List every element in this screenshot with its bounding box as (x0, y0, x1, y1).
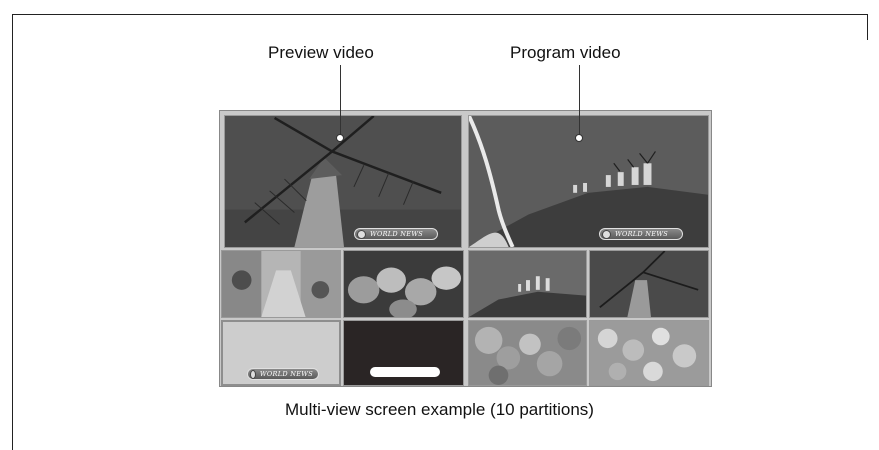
multi-view-monitor: WORLD NEWS WORLD NEWS (219, 110, 712, 387)
frame-right-border (867, 14, 868, 40)
program-leader-line (579, 65, 580, 135)
world-news-badge: WORLD NEWS (247, 368, 319, 380)
flowers-image (590, 321, 708, 385)
globe-icon (602, 229, 611, 239)
small-tile-6 (343, 320, 464, 386)
small-tile-1 (221, 250, 341, 318)
windmill-closeup-small-image (590, 251, 708, 317)
program-video-label: Program video (510, 43, 621, 62)
white-bar (370, 367, 440, 377)
preview-video-label: Preview video (268, 43, 374, 62)
small-tile-5: WORLD NEWS (221, 320, 341, 386)
grapes-image (469, 321, 586, 385)
world-news-badge: WORLD NEWS (354, 228, 438, 240)
small-tile-4 (589, 250, 709, 318)
program-tile: WORLD NEWS (468, 115, 709, 248)
world-news-badge: WORLD NEWS (599, 228, 683, 240)
globe-icon (250, 369, 256, 379)
program-leader-dot (575, 134, 583, 142)
small-tile-2 (343, 250, 464, 318)
windmills-hill-small-image (469, 251, 586, 317)
globe-icon (357, 229, 366, 239)
small-tile-8 (589, 320, 709, 386)
wine-barrels-image (344, 251, 463, 317)
frame-top-border (12, 14, 868, 15)
preview-leader-dot (336, 134, 344, 142)
small-tile-7 (468, 320, 587, 386)
frame-left-border (12, 14, 13, 450)
figure-caption: Multi-view screen example (10 partitions… (285, 400, 594, 419)
preview-leader-line (340, 65, 341, 135)
village-street-image (222, 251, 340, 317)
small-tile-3 (468, 250, 587, 318)
